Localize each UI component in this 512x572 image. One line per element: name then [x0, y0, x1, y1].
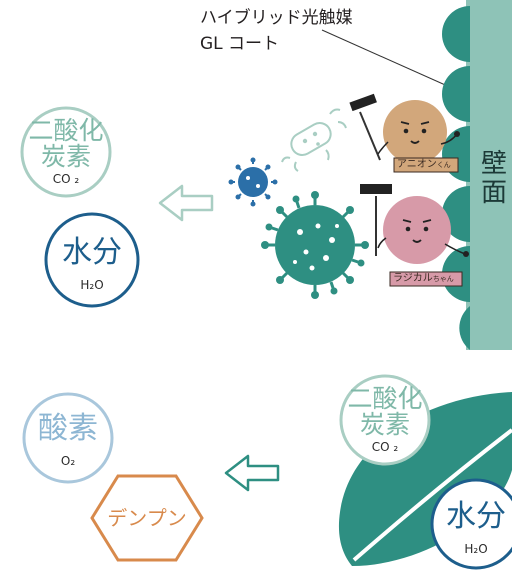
- leaf-co2-formula: CO ₂: [371, 440, 399, 454]
- wall-label: 壁 面: [476, 150, 512, 207]
- radical-name: ラジカル: [393, 273, 433, 284]
- oxygen-label: 酸素: [38, 411, 98, 446]
- anion-brush-icon: [349, 93, 381, 161]
- radical-suffix: ちゃん: [432, 275, 454, 283]
- large-virus-icon: [261, 191, 369, 299]
- top-co2-formula: CO ₂: [52, 172, 80, 186]
- radical-character: [377, 196, 469, 287]
- small-virus-icon: [228, 157, 278, 207]
- leaf-water-label: 水分: [446, 499, 506, 534]
- radical-brush-icon: [360, 184, 392, 256]
- callout-subtitle: GL コート: [200, 34, 280, 54]
- bottom-left-arrow: [224, 454, 280, 492]
- callout-leader-line: [321, 29, 453, 89]
- anion-suffix: くん: [436, 161, 451, 169]
- leaf-water-ring: [430, 478, 512, 570]
- radical-name-tag-box: [389, 271, 463, 287]
- leaf-co2-line2: 炭素: [359, 410, 411, 439]
- top-co2-line1: 二酸化: [28, 116, 104, 145]
- wall-label-char-2: 面: [480, 177, 507, 208]
- anion-name-tag: アニオンくん: [397, 160, 451, 170]
- oxygen-ring: [22, 392, 114, 484]
- radical-name-tag: ラジカルちゃん: [393, 274, 454, 284]
- wall: [466, 0, 512, 350]
- starch-label: デンプン: [107, 506, 187, 530]
- anion-character: [377, 100, 460, 173]
- leaf-co2-ring: [339, 374, 431, 466]
- top-water-label: 水分: [62, 235, 122, 270]
- wall-label-char-1: 壁: [480, 149, 507, 179]
- top-left-arrow: [158, 184, 214, 222]
- leaf-co2-line1: 二酸化: [347, 384, 423, 413]
- top-water-formula: H₂O: [80, 278, 104, 292]
- anion-name-tag-box: [393, 157, 459, 173]
- bacterium-icon: [281, 108, 347, 172]
- top-co2-ring: [20, 106, 112, 198]
- leaf-water-formula: H₂O: [464, 542, 488, 556]
- callout-title: ハイブリッド光触媒: [200, 8, 353, 28]
- anion-name: アニオン: [397, 159, 437, 170]
- starch-hexagon: [90, 474, 204, 562]
- top-co2-line2: 炭素: [40, 142, 92, 171]
- top-water-ring: [44, 212, 140, 308]
- oxygen-formula: O₂: [60, 454, 76, 468]
- coating-bumps: [442, 6, 470, 350]
